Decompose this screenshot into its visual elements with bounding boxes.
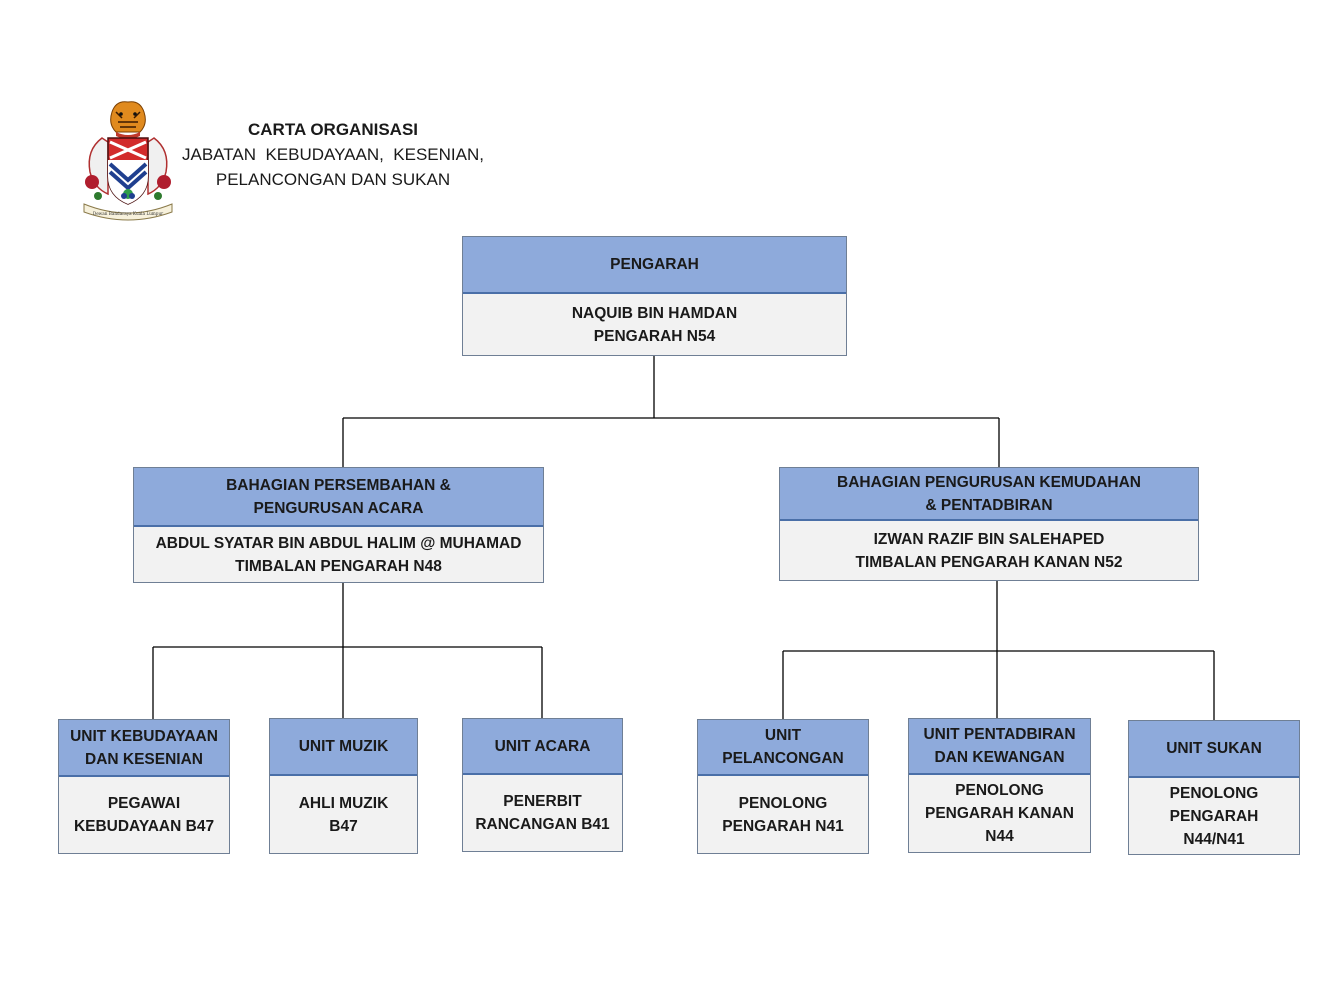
node-unit-acara-body: PENERBIT RANCANGAN B41 — [475, 793, 610, 833]
node-unit-pentadbiran: UNIT PENTADBIRAN DAN KEWANGAN PENOLONG P… — [908, 718, 1091, 853]
node-division-kemudahan-body: IZWAN RAZIF BIN SALEHAPED TIMBALAN PENGA… — [855, 530, 1123, 571]
node-director: PENGARAH NAQUIB BIN HAMDAN PENGARAH N54 — [462, 236, 847, 356]
node-division-persembahan: BAHAGIAN PERSEMBAHAN & PENGURUSAN ACARA … — [133, 467, 544, 583]
node-unit-muzik-body: AHLI MUZIK B47 — [298, 794, 389, 835]
node-unit-acara-title: UNIT ACARA — [463, 719, 622, 775]
node-unit-kebudayaan-title: UNIT KEBUDAYAAN DAN KESENIAN — [59, 720, 229, 777]
node-division-persembahan-body: ABDUL SYATAR BIN ABDUL HALIM @ MUHAMAD T… — [155, 534, 522, 575]
title-subtitle-line2: PELANCONGAN DAN SUKAN — [215, 170, 451, 189]
node-unit-pentadbiran-body: PENOLONG PENGARAH KANAN N44 — [925, 782, 1074, 845]
node-unit-pentadbiran-title: UNIT PENTADBIRAN DAN KEWANGAN — [909, 719, 1090, 775]
svg-text:Dewan Bandaraya Kuala Lumpur: Dewan Bandaraya Kuala Lumpur — [93, 211, 163, 216]
chart-title: CARTA ORGANISASI JABATAN KEBUDAYAAN, KES… — [180, 117, 486, 192]
node-unit-sukan-body: PENOLONG PENGARAH N44/N41 — [1169, 784, 1259, 848]
node-division-kemudahan-title: BAHAGIAN PENGURUSAN KEMUDAHAN & PENTADBI… — [780, 468, 1198, 521]
node-unit-kebudayaan: UNIT KEBUDAYAAN DAN KESENIAN PEGAWAI KEB… — [58, 719, 230, 854]
node-unit-sukan: UNIT SUKAN PENOLONG PENGARAH N44/N41 — [1128, 720, 1300, 855]
node-director-body: NAQUIB BIN HAMDAN PENGARAH N54 — [571, 304, 738, 345]
node-unit-sukan-title: UNIT SUKAN — [1129, 721, 1299, 778]
node-unit-pelancongan-title: UNIT PELANCONGAN — [698, 720, 868, 776]
node-unit-acara: UNIT ACARA PENERBIT RANCANGAN B41 — [462, 718, 623, 852]
dbkl-crest-logo: Dewan Bandaraya Kuala Lumpur — [83, 101, 173, 221]
node-unit-pelancongan: UNIT PELANCONGAN PENOLONG PENGARAH N41 — [697, 719, 869, 854]
node-division-kemudahan: BAHAGIAN PENGURUSAN KEMUDAHAN & PENTADBI… — [779, 467, 1199, 581]
title-subtitle-line1: JABATAN KEBUDAYAAN, KESENIAN, — [182, 145, 484, 164]
node-unit-pelancongan-body: PENOLONG PENGARAH N41 — [722, 794, 844, 835]
node-division-persembahan-title: BAHAGIAN PERSEMBAHAN & PENGURUSAN ACARA — [134, 468, 543, 527]
node-director-title: PENGARAH — [463, 237, 846, 294]
node-unit-muzik: UNIT MUZIK AHLI MUZIK B47 — [269, 718, 418, 854]
node-unit-kebudayaan-body: PEGAWAI KEBUDAYAAN B47 — [73, 795, 215, 835]
title-main: CARTA ORGANISASI — [248, 120, 418, 139]
node-unit-muzik-title: UNIT MUZIK — [270, 719, 417, 776]
